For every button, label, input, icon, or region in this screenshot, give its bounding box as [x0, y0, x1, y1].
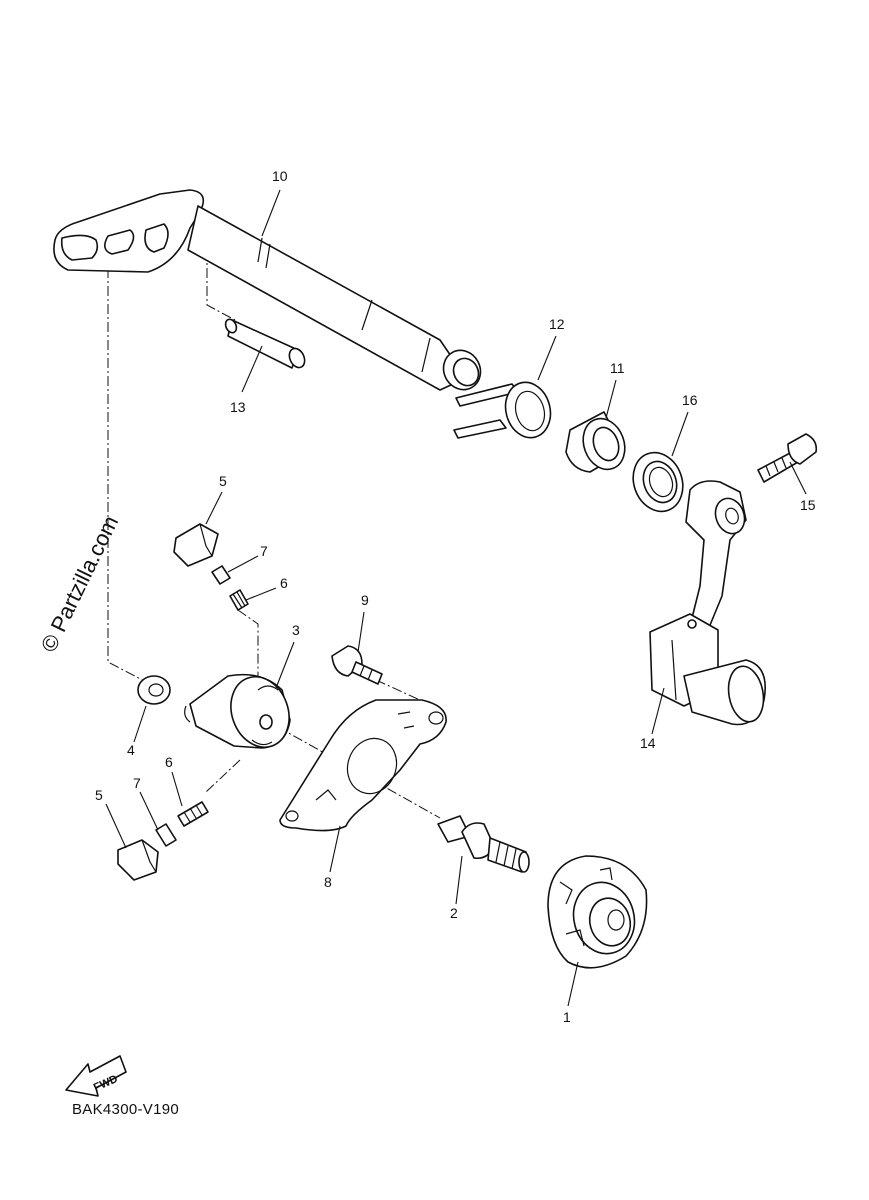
callout-15: 15 [800, 497, 816, 513]
part-4-washer[interactable] [137, 675, 171, 705]
callout-4: 4 [127, 742, 135, 758]
callout-8: 8 [324, 874, 332, 890]
part-1-drum-segment[interactable] [547, 855, 648, 969]
callout-5-upper: 5 [219, 473, 227, 489]
callout-3: 3 [292, 622, 300, 638]
part-9-bolt[interactable] [331, 645, 383, 685]
part-11-collar[interactable] [565, 411, 632, 475]
part-13-dowel-pin[interactable] [224, 318, 308, 370]
callout-7-lower: 7 [133, 775, 141, 791]
callout-5-lower: 5 [95, 787, 103, 803]
part-15-bolt[interactable] [757, 433, 818, 483]
callout-10: 10 [272, 168, 288, 184]
callout-labels: 10 13 12 11 16 15 14 5 7 6 9 3 4 6 7 5 8… [95, 168, 816, 1025]
callout-7-upper: 7 [260, 543, 268, 559]
part-6-upper-spring[interactable] [229, 589, 249, 611]
part-10-shift-shaft[interactable] [53, 189, 487, 396]
part-16-oil-seal[interactable] [625, 446, 691, 519]
callout-2: 2 [450, 905, 458, 921]
part-12-torsion-spring[interactable] [453, 377, 556, 442]
callout-1: 1 [563, 1009, 571, 1025]
callout-6-upper: 6 [280, 575, 288, 591]
part-7-upper-pin[interactable] [211, 565, 231, 585]
part-14-shift-pedal[interactable] [649, 480, 768, 726]
part-5-upper-stopper[interactable] [173, 523, 219, 567]
callout-leaders [105, 189, 807, 1007]
part-6-lower-spring[interactable] [177, 801, 209, 827]
callout-14: 14 [640, 735, 656, 751]
callout-13: 13 [230, 399, 246, 415]
callout-6-lower: 6 [165, 754, 173, 770]
callout-16: 16 [682, 392, 698, 408]
assembly-lines [107, 250, 441, 819]
callout-11: 11 [610, 360, 625, 376]
fwd-direction-arrow: FWD [65, 1055, 127, 1097]
part-8-plate[interactable] [279, 699, 447, 832]
part-7-lower-pin[interactable] [155, 823, 177, 847]
diagram-code: BAK4300-V190 [72, 1101, 180, 1118]
part-2-stud-bolt[interactable] [437, 815, 530, 873]
part-3-segment[interactable] [184, 669, 299, 756]
callout-9: 9 [361, 592, 369, 608]
callout-12: 12 [549, 316, 565, 332]
part-5-lower-stopper[interactable] [117, 839, 159, 881]
